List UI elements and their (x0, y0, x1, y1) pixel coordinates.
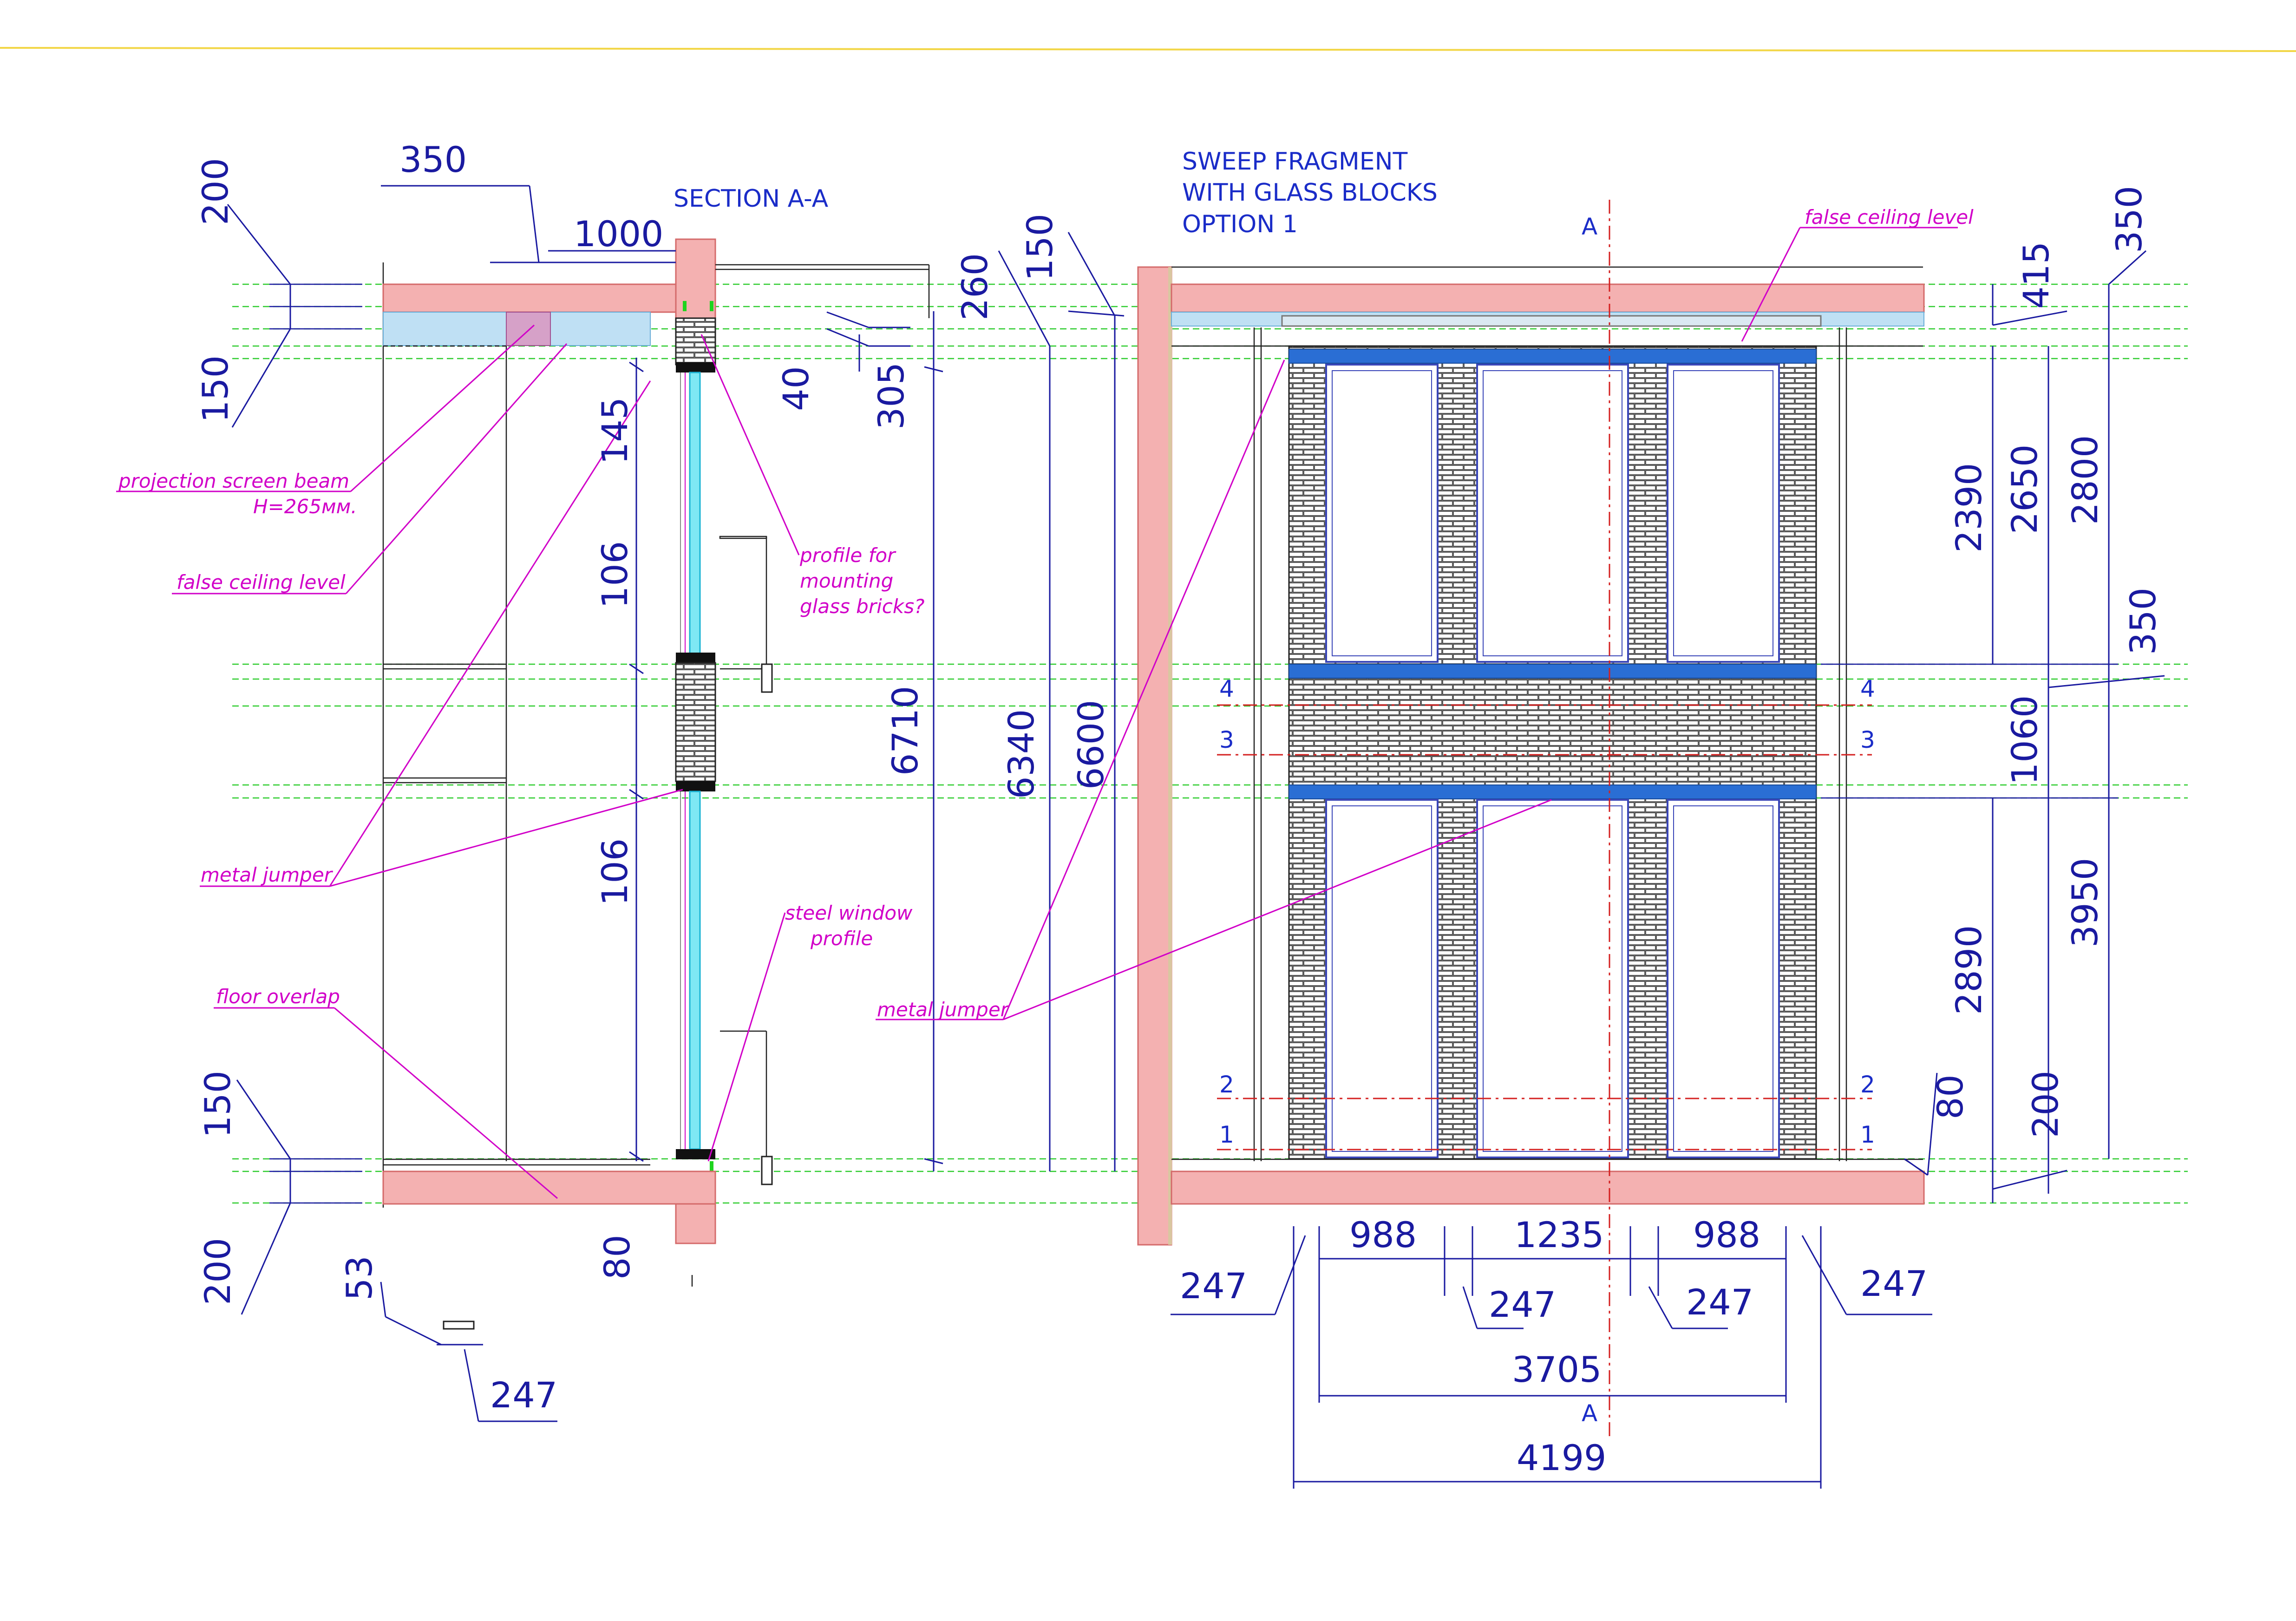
dim-4199: 4199 (1517, 1437, 1606, 1478)
label-profile-1: profile for (799, 544, 896, 567)
screen-beam (506, 312, 551, 346)
dim-2800: 2800 (2064, 435, 2106, 525)
label-profile-2: mounting (800, 569, 893, 592)
label-false-ceiling-left: false ceiling level (177, 571, 346, 594)
sweep-fragment (876, 200, 2165, 1489)
glass-strip (689, 372, 701, 666)
dim-106-upper: 106 (594, 541, 635, 608)
label-metal-jumper-right: metal jumper (877, 998, 1010, 1021)
section-mark-bottom: A (1582, 1400, 1597, 1427)
dim-988-right: 988 (1693, 1214, 1760, 1255)
sweep-title-line2: WITH GLASS BLOCKS (1182, 179, 1438, 207)
dim-3950: 3950 (2064, 858, 2106, 948)
dim-150-mid: 150 (1019, 214, 1060, 281)
metal-jumper-top (1289, 349, 1817, 364)
dim-350-mid-right: 350 (2122, 588, 2164, 655)
sweep-bottom-slab (1171, 1170, 1925, 1205)
level-markers: 4 4 3 3 2 2 1 1 (1219, 675, 1875, 1148)
dim-350: 350 (399, 139, 467, 180)
label-metal-jumper-left: metal jumper (201, 863, 334, 886)
dim-40: 40 (775, 366, 817, 411)
window-lower-center (1476, 799, 1629, 1158)
sweep-left-column (1137, 266, 1172, 1246)
dim-200-top-left: 200 (195, 158, 236, 225)
sweep-top-slab (1171, 283, 1925, 313)
metal-jumper-middle (1289, 664, 1817, 679)
dim-200-right: 200 (2025, 1071, 2066, 1138)
label-steel-window-1: steel window (785, 902, 913, 924)
level-mark-1-right: 1 (1860, 1121, 1875, 1148)
dim-1060: 1060 (2004, 695, 2045, 785)
sheet-top-rule (0, 47, 2296, 52)
label-projection-screen-beam: projection screen beam (118, 470, 349, 492)
dim-2650: 2650 (2004, 444, 2045, 534)
dim-6600: 6600 (1070, 700, 1112, 790)
right-dimensions: 350 415 2390 2650 2800 350 1060 3950 289… (1180, 186, 2164, 1478)
dim-305: 305 (870, 362, 912, 430)
dim-6710: 6710 (884, 686, 926, 776)
annotations: projection screen beam H=265мм. false ce… (118, 206, 1974, 1021)
dim-2390: 2390 (1948, 463, 1989, 553)
dim-80-right: 80 (1930, 1074, 1971, 1119)
titles: SECTION A-A SWEEP FRAGMENT WITH GLASS BL… (674, 148, 1597, 1427)
dim-80-left: 80 (596, 1235, 638, 1280)
level-mark-1-left: 1 (1219, 1121, 1234, 1148)
level-mark-4-right: 4 (1860, 675, 1875, 702)
dim-150-bottom-left: 150 (197, 1071, 238, 1138)
dim-988-left: 988 (1349, 1214, 1417, 1255)
level-lines (232, 283, 2188, 1204)
wall-column-section (675, 238, 716, 319)
metal-jumper-lower (1289, 784, 1817, 799)
left-dimensions: 200 150 350 1000 145 106 106 150 200 53 … (195, 139, 1112, 1416)
top-slab-section (382, 283, 693, 313)
dim-247-b: 247 (1489, 1284, 1556, 1325)
label-profile-3: glass bricks? (800, 595, 924, 618)
dim-247-a: 247 (1180, 1265, 1247, 1307)
window-lower-right (1667, 799, 1780, 1158)
dim-1000: 1000 (574, 213, 663, 255)
bottom-slab-section (382, 1170, 716, 1205)
section-mark-top: A (1582, 213, 1597, 240)
dim-200-bottom-left: 200 (197, 1238, 238, 1305)
window-upper-left (1325, 364, 1439, 663)
window-upper-center (1476, 364, 1629, 663)
dim-145: 145 (594, 397, 635, 464)
dim-1235: 1235 (1514, 1214, 1604, 1255)
dim-6340: 6340 (1001, 709, 1042, 799)
dim-53: 53 (339, 1255, 380, 1301)
sweep-title-line1: SWEEP FRAGMENT (1182, 148, 1408, 176)
section-a-a (116, 185, 1125, 1422)
dim-415: 415 (2015, 242, 2057, 309)
dim-247-d: 247 (1860, 1263, 1928, 1304)
section-title: SECTION A-A (674, 185, 829, 213)
level-mark-3-right: 3 (1860, 726, 1875, 753)
dim-150-top-left: 150 (195, 355, 236, 423)
label-false-ceiling-right: false ceiling level (1805, 206, 1974, 229)
dim-2890: 2890 (1948, 925, 1989, 1015)
level-mark-2-right: 2 (1860, 1071, 1875, 1098)
dim-3705: 3705 (1512, 1349, 1602, 1390)
dim-260: 260 (954, 253, 995, 320)
level-mark-3-left: 3 (1219, 726, 1234, 753)
label-steel-window-2: profile (810, 927, 873, 950)
window-upper-right (1667, 364, 1780, 663)
level-mark-2-left: 2 (1219, 1071, 1234, 1098)
label-projection-screen-beam-h: H=265мм. (253, 495, 357, 518)
dim-350-top-right: 350 (2108, 186, 2150, 253)
level-mark-4-left: 4 (1219, 675, 1234, 702)
label-floor-overlap: floor overlap (216, 985, 340, 1008)
dim-247-c: 247 (1686, 1281, 1753, 1323)
dim-106-lower: 106 (594, 838, 635, 906)
dim-247-left: 247 (490, 1374, 557, 1416)
sweep-title-line3: OPTION 1 (1182, 210, 1298, 238)
window-lower-left (1325, 799, 1439, 1158)
